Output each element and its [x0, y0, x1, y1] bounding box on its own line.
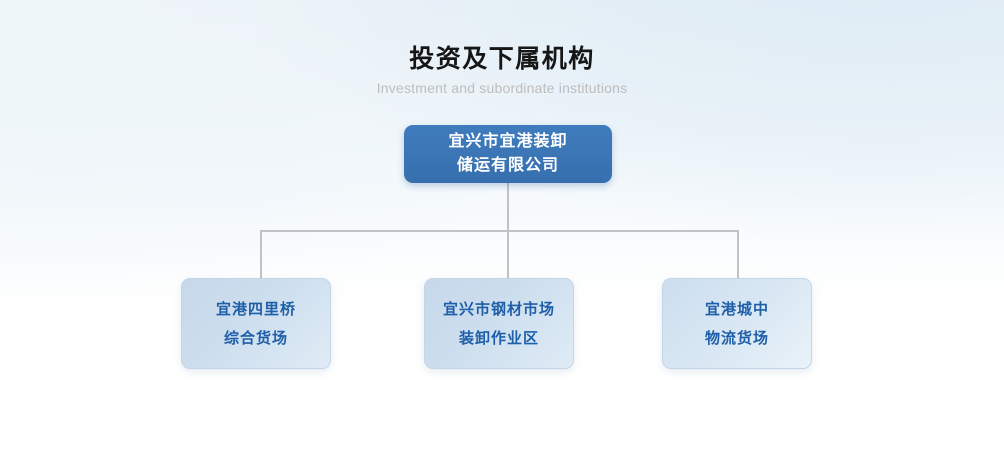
connector-horizontal-bus	[260, 230, 739, 232]
org-node-root-line2: 储运有限公司	[456, 157, 559, 174]
org-node-child-3[interactable]: 宜港城中 物流货场	[662, 278, 812, 369]
page-heading: 投资及下属机构 Investment and subordinate insti…	[0, 44, 1004, 97]
org-node-root-line1: 宜兴市宜港装卸	[448, 133, 568, 150]
connector-branch-2	[507, 230, 509, 279]
org-node-child-1[interactable]: 宜港四里桥 综合货场	[181, 278, 331, 369]
page-title: 投资及下属机构	[409, 45, 595, 73]
org-node-root[interactable]: 宜兴市宜港装卸 储运有限公司	[404, 125, 612, 183]
org-node-child-2[interactable]: 宜兴市钢材市场 装卸作业区	[424, 278, 574, 369]
org-node-child-1-line1: 宜港四里桥	[215, 300, 296, 318]
connector-branch-1	[260, 230, 262, 279]
org-node-child-3-line2: 物流货场	[704, 329, 769, 347]
org-node-child-1-line2: 综合货场	[223, 329, 288, 347]
org-node-child-3-line1: 宜港城中	[704, 300, 769, 318]
org-node-child-2-line1: 宜兴市钢材市场	[442, 300, 555, 318]
connector-root-stem	[507, 182, 509, 232]
connector-branch-3	[737, 230, 739, 279]
org-node-child-2-line2: 装卸作业区	[458, 329, 539, 347]
page-subtitle: Investment and subordinate institutions	[376, 80, 628, 96]
